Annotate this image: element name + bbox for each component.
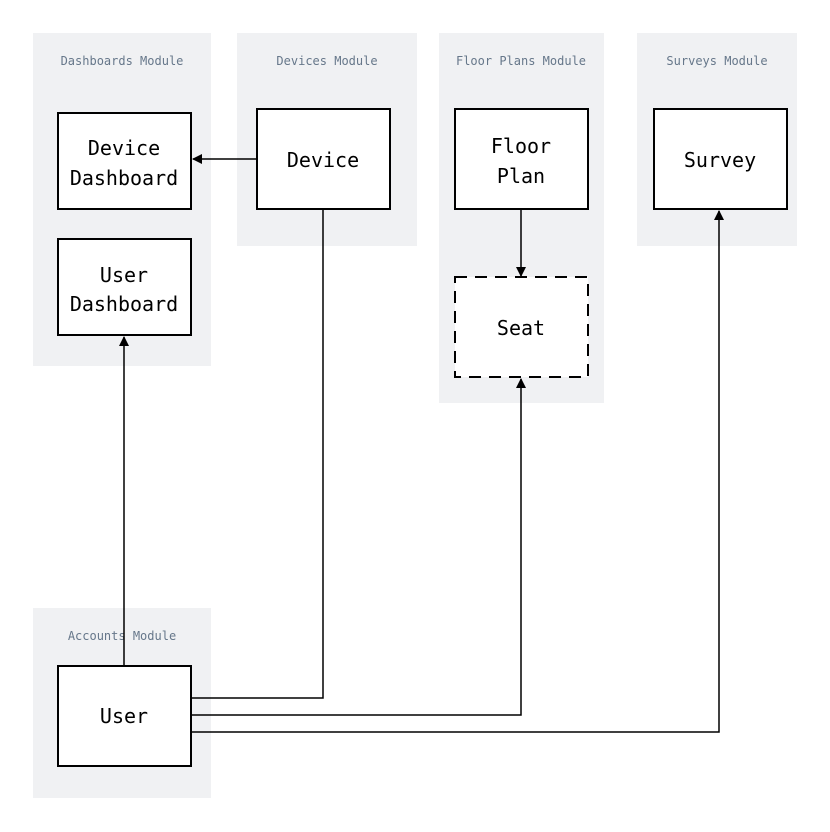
edges [119,154,724,733]
module-dashboards-label: Dashboards Module [61,54,184,68]
node-survey: Survey [653,108,788,210]
node-user-dashboard-box [57,238,192,336]
node-survey-label: Survey [684,148,756,172]
node-survey-box [653,108,788,210]
node-seat-box [454,276,589,378]
module-floor-plans-label: Floor Plans Module [456,54,586,68]
node-floor-plan: Floor Plan [454,108,589,210]
node-seat: Seat [454,276,589,378]
node-device-dashboard-label-line2: Dashboard [70,166,178,190]
node-device-dashboard: Device Dashboard [57,112,192,210]
node-user-box [57,665,192,767]
edge-user-to-device [191,209,324,699]
node-device-box [256,108,391,210]
edge-user-to-survey [191,210,724,733]
node-device-label: Device [287,148,359,172]
module-surveys-label: Surveys Module [666,54,767,68]
node-device: Device [256,108,391,210]
node-user-label: User [100,704,148,728]
node-user-dashboard-label-line1: User [100,263,148,287]
node-user: User [57,665,192,767]
node-floor-plan-label-line1: Floor [491,134,551,158]
node-device-dashboard-label-line1: Device [88,136,160,160]
node-user-dashboard-label-line2: Dashboard [70,292,178,316]
node-floor-plan-box [454,108,589,210]
node-seat-label: Seat [497,316,545,340]
node-floor-plan-label-line2: Plan [497,164,545,188]
module-accounts-label: Accounts Module [68,629,176,643]
node-user-dashboard: User Dashboard [57,238,192,336]
module-devices-label: Devices Module [276,54,377,68]
edge-user-to-seat [191,378,526,716]
node-device-dashboard-box [57,112,192,210]
